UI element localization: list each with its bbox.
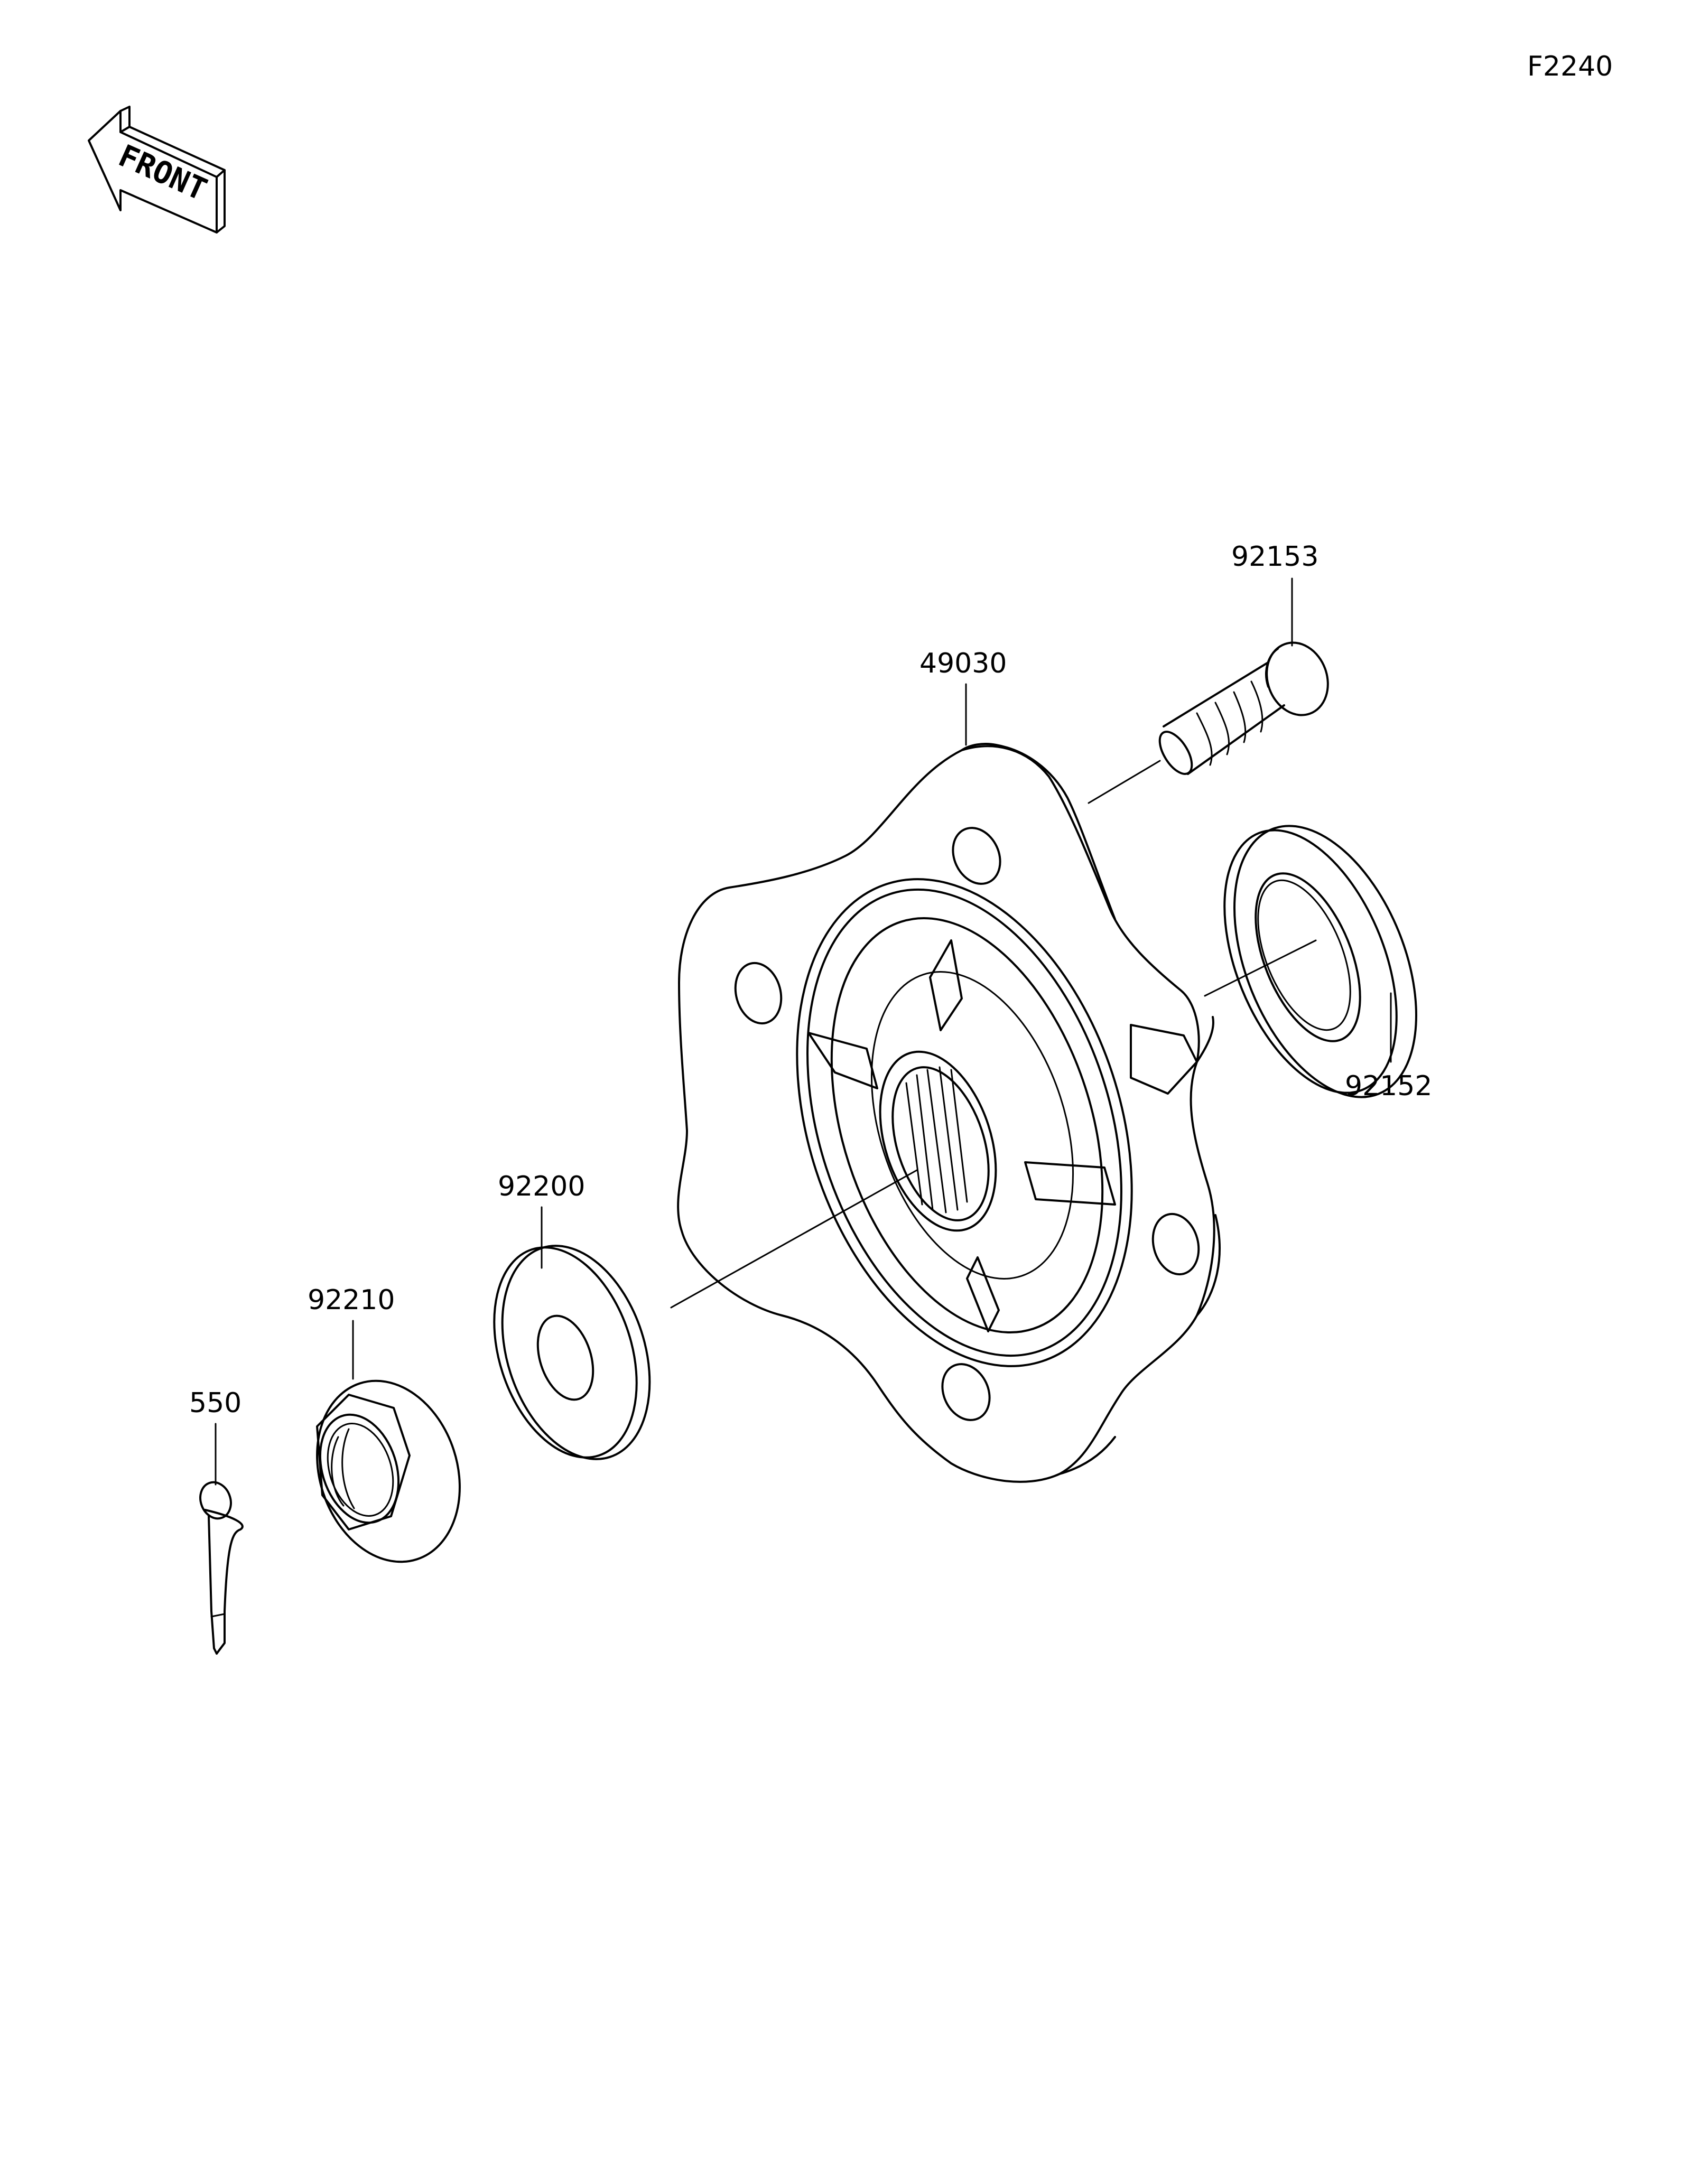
part-number-550: 550 xyxy=(189,1387,242,1419)
leader-lines xyxy=(215,577,1392,1486)
figure-code: F2240 xyxy=(1527,51,1613,82)
part-number-92210: 92210 xyxy=(308,1284,395,1316)
part-number-49030: 49030 xyxy=(919,648,1007,679)
hex-nut-92210 xyxy=(316,1379,461,1563)
collar-92200 xyxy=(493,1245,651,1460)
hub-bolt-92153 xyxy=(1158,641,1329,775)
oil-seal-92152 xyxy=(1223,825,1417,1098)
front-direction-arrow-icon: FRONT xyxy=(88,106,226,234)
part-number-92200: 92200 xyxy=(498,1171,586,1202)
wheel-hub-49030 xyxy=(677,743,1221,1483)
front-arrow-label: FRONT xyxy=(114,137,212,208)
cotter-pin-550 xyxy=(199,1481,244,1655)
part-number-92152: 92152 xyxy=(1345,1070,1433,1102)
part-number-92153: 92153 xyxy=(1231,541,1319,573)
